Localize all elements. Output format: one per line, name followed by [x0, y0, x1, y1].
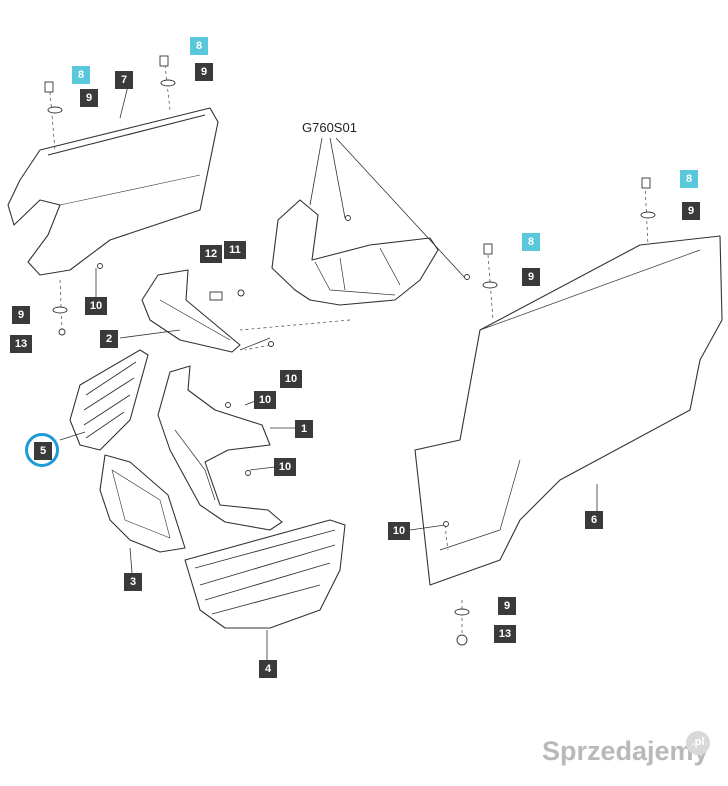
headlight-assembly [271, 199, 439, 306]
bolt-icon [641, 177, 651, 189]
callout-10: 10 [85, 297, 107, 315]
part-5-side-grille [69, 349, 149, 451]
callout-10: 10 [280, 370, 302, 388]
callout-13: 13 [494, 625, 516, 643]
washer-icon [454, 608, 470, 616]
screw-icon [268, 341, 274, 347]
washer-icon [160, 79, 176, 87]
callout-3: 3 [124, 573, 142, 591]
watermark-badge: .pl [686, 731, 710, 755]
clip-icon [209, 291, 223, 301]
diagram-code: G760S01 [302, 120, 357, 135]
callout-8: 8 [190, 37, 208, 55]
bolt-icon [44, 81, 54, 93]
screw-icon [345, 215, 351, 221]
callout-9: 9 [195, 63, 213, 81]
bolt-icon [483, 243, 493, 255]
callout-9: 9 [682, 202, 700, 220]
callout-6: 6 [585, 511, 603, 529]
washer-icon [482, 281, 498, 289]
nut-icon [456, 634, 468, 646]
callout-7: 7 [115, 71, 133, 89]
callout-8: 8 [72, 66, 90, 84]
bolt-icon [159, 55, 169, 67]
screw-icon [464, 274, 470, 280]
part-6-right-panel [414, 235, 723, 586]
callout-9: 9 [12, 306, 30, 324]
callout-9: 9 [498, 597, 516, 615]
callout-11: 11 [224, 241, 246, 259]
callout-9: 9 [80, 89, 98, 107]
callout-10: 10 [274, 458, 296, 476]
highlight-ring [25, 433, 59, 467]
callout-4: 4 [259, 660, 277, 678]
callout-5: 5 [34, 442, 52, 460]
washer-icon [640, 211, 656, 219]
washer-icon [47, 106, 63, 114]
callout-13: 13 [10, 335, 32, 353]
callout-10: 10 [254, 391, 276, 409]
nut-icon [58, 328, 66, 336]
nut-icon [237, 289, 245, 297]
callout-2: 2 [100, 330, 118, 348]
screw-icon [97, 263, 103, 269]
callout-10: 10 [388, 522, 410, 540]
part-3-small-grille [99, 454, 186, 553]
callout-9: 9 [522, 268, 540, 286]
screw-icon [443, 521, 449, 527]
callout-8: 8 [680, 170, 698, 188]
washer-icon [52, 306, 68, 314]
screw-icon [225, 402, 231, 408]
callout-1: 1 [295, 420, 313, 438]
watermark-text: Sprzedajemy [542, 736, 709, 766]
part-7-side-panel [7, 107, 219, 276]
screw-icon [245, 470, 251, 476]
part-1-front-frame [157, 365, 283, 531]
callout-8: 8 [522, 233, 540, 251]
callout-12: 12 [200, 245, 222, 263]
part-2-upper-bracket [141, 269, 241, 353]
part-4-large-grille [184, 519, 346, 629]
